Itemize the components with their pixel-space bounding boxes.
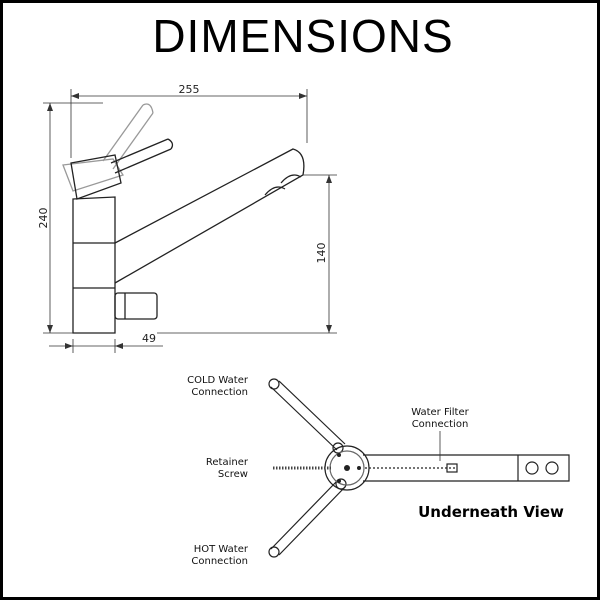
tap-body (72, 196, 116, 334)
tap-side-view (62, 103, 305, 334)
screw-label-line1: Retainer (206, 457, 249, 468)
filter-rod (365, 463, 458, 473)
drawing: 255 240 140 49 (37, 83, 570, 567)
filter-knob (114, 292, 158, 320)
screw-points (337, 453, 361, 483)
raised-lever (62, 103, 154, 192)
page-title: DIMENSIONS (152, 10, 454, 62)
width-dimension-label: 255 (179, 83, 200, 96)
height-dimension-label: 240 (37, 208, 50, 229)
hot-label-line1: HOT Water (194, 544, 249, 555)
cold-label-line1: COLD Water (187, 375, 249, 386)
hot-hose (268, 478, 347, 558)
filter-label-line2: Connection (412, 419, 469, 430)
cold-hose (268, 378, 346, 454)
lowered-lever (70, 138, 174, 200)
underneath-view (268, 378, 570, 558)
cold-label-line2: Connection (191, 387, 248, 398)
spout (114, 148, 305, 284)
dimension-lines (43, 89, 337, 353)
filter-label-line1: Water Filter (411, 407, 469, 418)
spout-height-dimension-label: 140 (315, 243, 328, 264)
spout-top-view (363, 454, 570, 482)
base-diameter-dimension-label: 49 (142, 332, 156, 345)
hot-label-line2: Connection (191, 556, 248, 567)
dimension-arrows (47, 93, 332, 349)
underneath-heading: Underneath View (418, 503, 564, 521)
screw-label-line2: Screw (218, 469, 248, 480)
